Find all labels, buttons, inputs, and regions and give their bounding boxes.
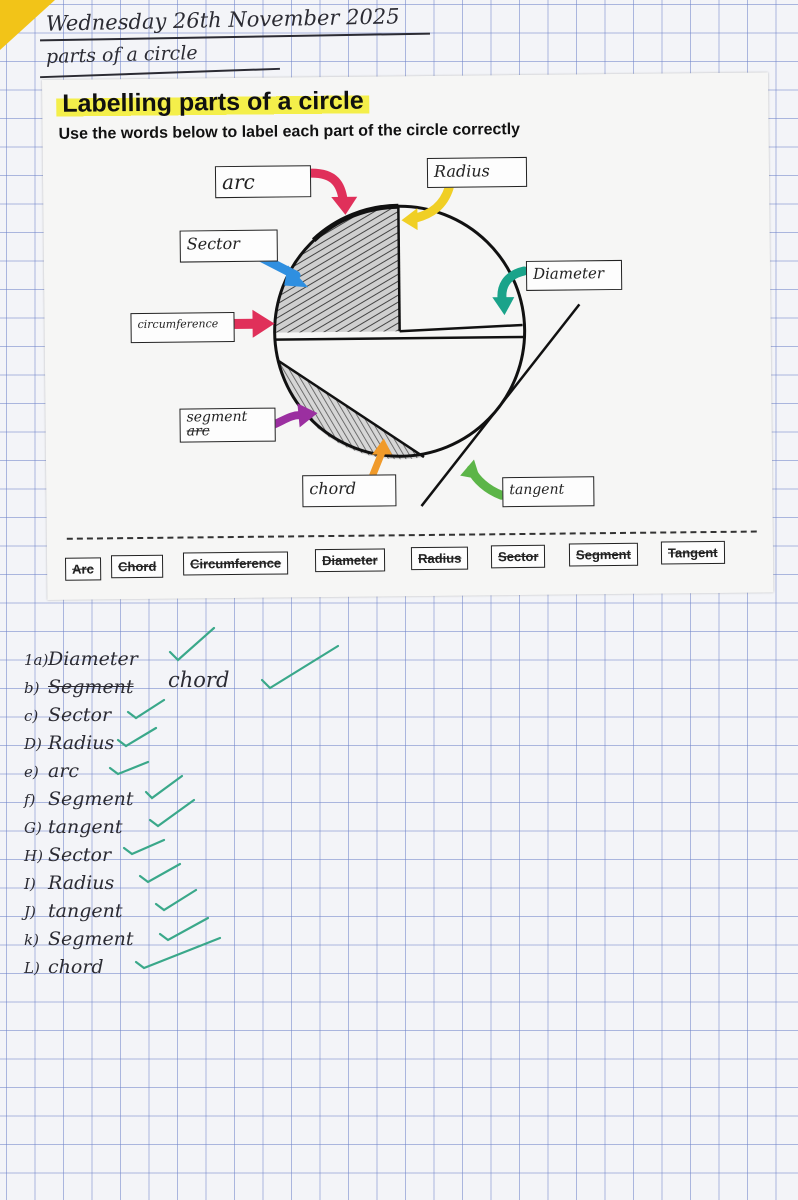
chord-line xyxy=(277,359,425,459)
answer-text: arc xyxy=(48,760,80,782)
answer-number: H) xyxy=(24,847,43,865)
tick-mark xyxy=(138,862,182,884)
tick-mark xyxy=(144,774,184,800)
answer-item: c) Sector xyxy=(24,706,111,725)
radius-line-2 xyxy=(399,323,523,333)
tick-mark xyxy=(260,644,340,690)
answer-item: e) arc xyxy=(24,762,79,781)
answer-item: 1a)Diameter xyxy=(24,650,138,669)
worksheet: Labelling parts of a circle Use the word… xyxy=(42,72,774,600)
arrow-radius-head xyxy=(401,208,418,231)
answer-text: Segment xyxy=(48,676,134,698)
answer-text: Diameter xyxy=(48,648,138,670)
tick-mark xyxy=(168,626,216,662)
tick-mark xyxy=(108,760,150,776)
answer-item: J) tangent xyxy=(24,902,122,921)
answer-text: Segment xyxy=(48,788,134,810)
tick-mark xyxy=(122,838,166,856)
answer-number: e) xyxy=(24,763,39,781)
answer-number: I) xyxy=(24,875,36,893)
sector-shading xyxy=(274,206,400,333)
answer-number: k) xyxy=(24,931,39,949)
arrow-radius xyxy=(410,183,454,223)
notebook-cover-corner xyxy=(0,0,55,50)
answer-item: f) Segment xyxy=(24,790,134,809)
answer-text: Radius xyxy=(48,732,115,754)
answer-item: k) Segment xyxy=(24,930,134,949)
tangent-line xyxy=(420,303,581,507)
answer-item: D) Radius xyxy=(24,734,114,753)
arrow-arc-head xyxy=(331,196,358,215)
answer-item: G) tangent xyxy=(24,818,122,837)
diameter-line xyxy=(274,335,525,341)
tick-mark xyxy=(134,936,222,970)
arrow-diameter-head xyxy=(492,297,515,316)
arrow-sector-head xyxy=(284,265,309,288)
answer-text: Segment xyxy=(48,928,134,950)
answer-item: L) chord xyxy=(24,958,104,977)
tick-mark xyxy=(154,888,198,912)
answer-number: c) xyxy=(24,707,39,725)
answer-text: Sector xyxy=(48,704,112,726)
answer-number: D) xyxy=(24,735,42,753)
answer-item: I) Radius xyxy=(24,874,114,893)
answer-text: chord xyxy=(48,956,104,978)
tick-mark xyxy=(126,698,166,720)
answer-text: Sector xyxy=(48,844,112,866)
arrow-circumference-head xyxy=(252,309,275,338)
tick-mark xyxy=(158,916,210,942)
answer-number: L) xyxy=(24,959,40,977)
arrow-chord xyxy=(368,448,386,481)
answer-number: 1a) xyxy=(24,651,49,669)
arrow-segment-head xyxy=(297,403,318,428)
answer-text: tangent xyxy=(48,816,123,838)
answer-item: H) Sector xyxy=(24,846,111,865)
answer-number: f) xyxy=(24,791,36,809)
arrow-chord-head xyxy=(371,438,392,455)
answer-number: G) xyxy=(24,819,42,837)
answer-item: b) Segment xyxy=(24,678,134,697)
answer-correction: chord xyxy=(168,668,230,692)
arrow-tangent-head xyxy=(460,459,481,480)
radius-line xyxy=(397,206,401,332)
arc-highlight xyxy=(311,203,399,242)
answer-text: Radius xyxy=(48,872,115,894)
answer-text: tangent xyxy=(48,900,123,922)
circle-diagram xyxy=(225,168,581,507)
tick-mark xyxy=(148,798,196,828)
answer-number: J) xyxy=(24,903,36,921)
answer-number: b) xyxy=(24,679,40,697)
tick-mark xyxy=(116,726,158,748)
